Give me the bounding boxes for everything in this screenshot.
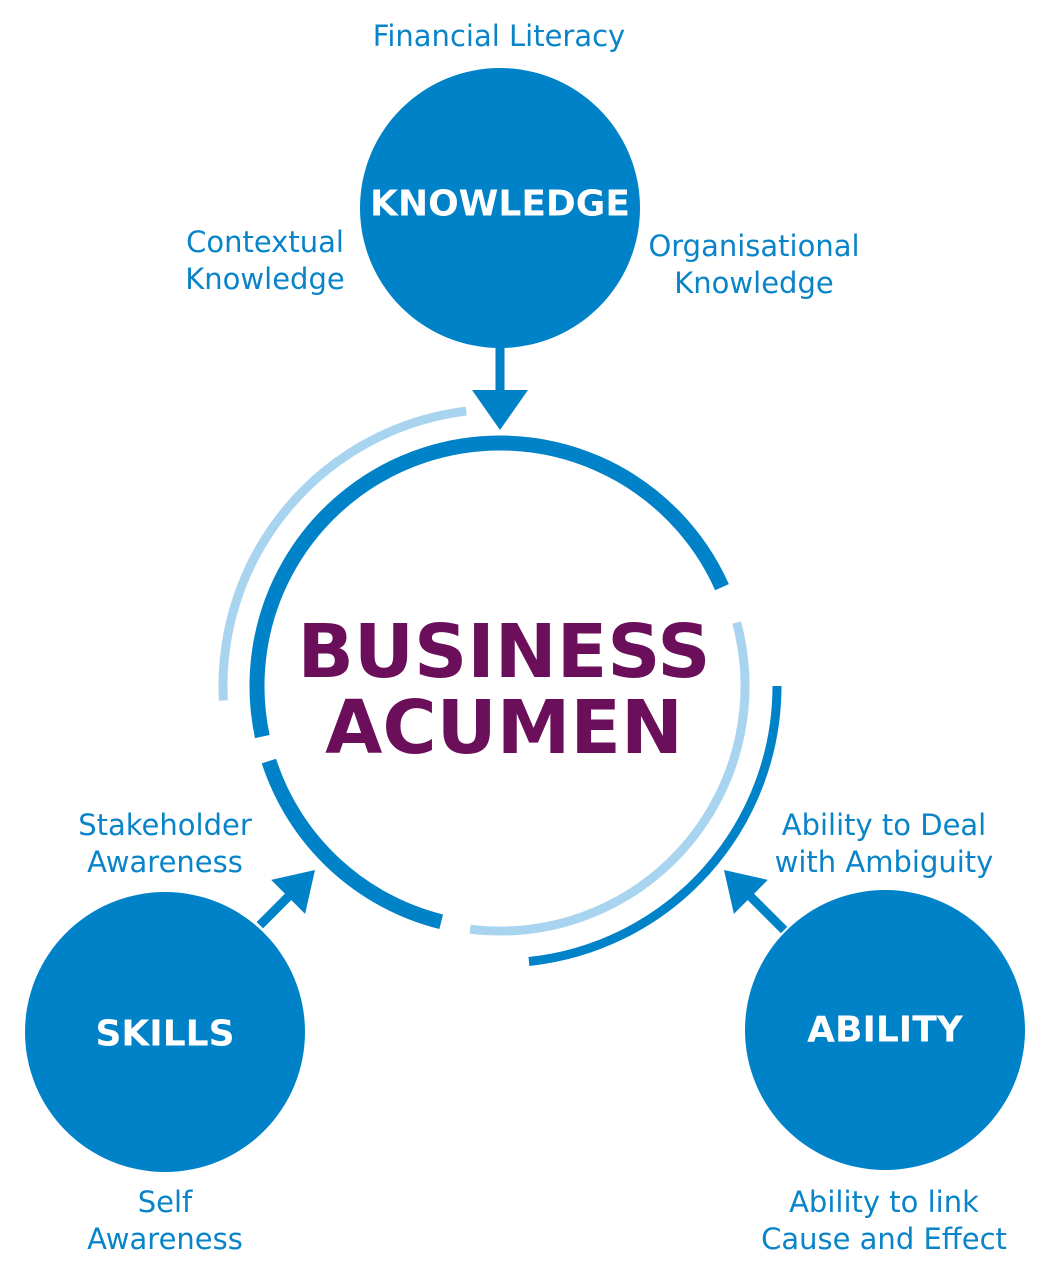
ability-circle bbox=[745, 890, 1025, 1170]
arrow-knowledge bbox=[472, 340, 528, 430]
knowledge-circle bbox=[360, 68, 640, 348]
arrow-skills bbox=[256, 870, 315, 929]
arrow-ability bbox=[724, 870, 788, 934]
inner-ring-arc-bottom-left bbox=[261, 758, 444, 930]
inner-ring-arc-top bbox=[249, 435, 729, 739]
center-line-1: BUSINESS bbox=[297, 609, 711, 695]
business-acumen-title: BUSINESS ACUMEN bbox=[297, 614, 710, 766]
ability-title: ABILITY bbox=[807, 1009, 963, 1051]
inner-ring-arc-light bbox=[469, 621, 750, 936]
skills-title: SKILLS bbox=[95, 1013, 235, 1055]
outer-ring-arc-light bbox=[218, 406, 467, 701]
label-financial-literacy: Financial Literacy bbox=[372, 19, 626, 53]
center-line-2: ACUMEN bbox=[325, 685, 683, 771]
skills-circle bbox=[25, 892, 305, 1172]
knowledge-title: KNOWLEDGE bbox=[370, 183, 630, 225]
outer-ring-arc-dark bbox=[528, 685, 782, 966]
